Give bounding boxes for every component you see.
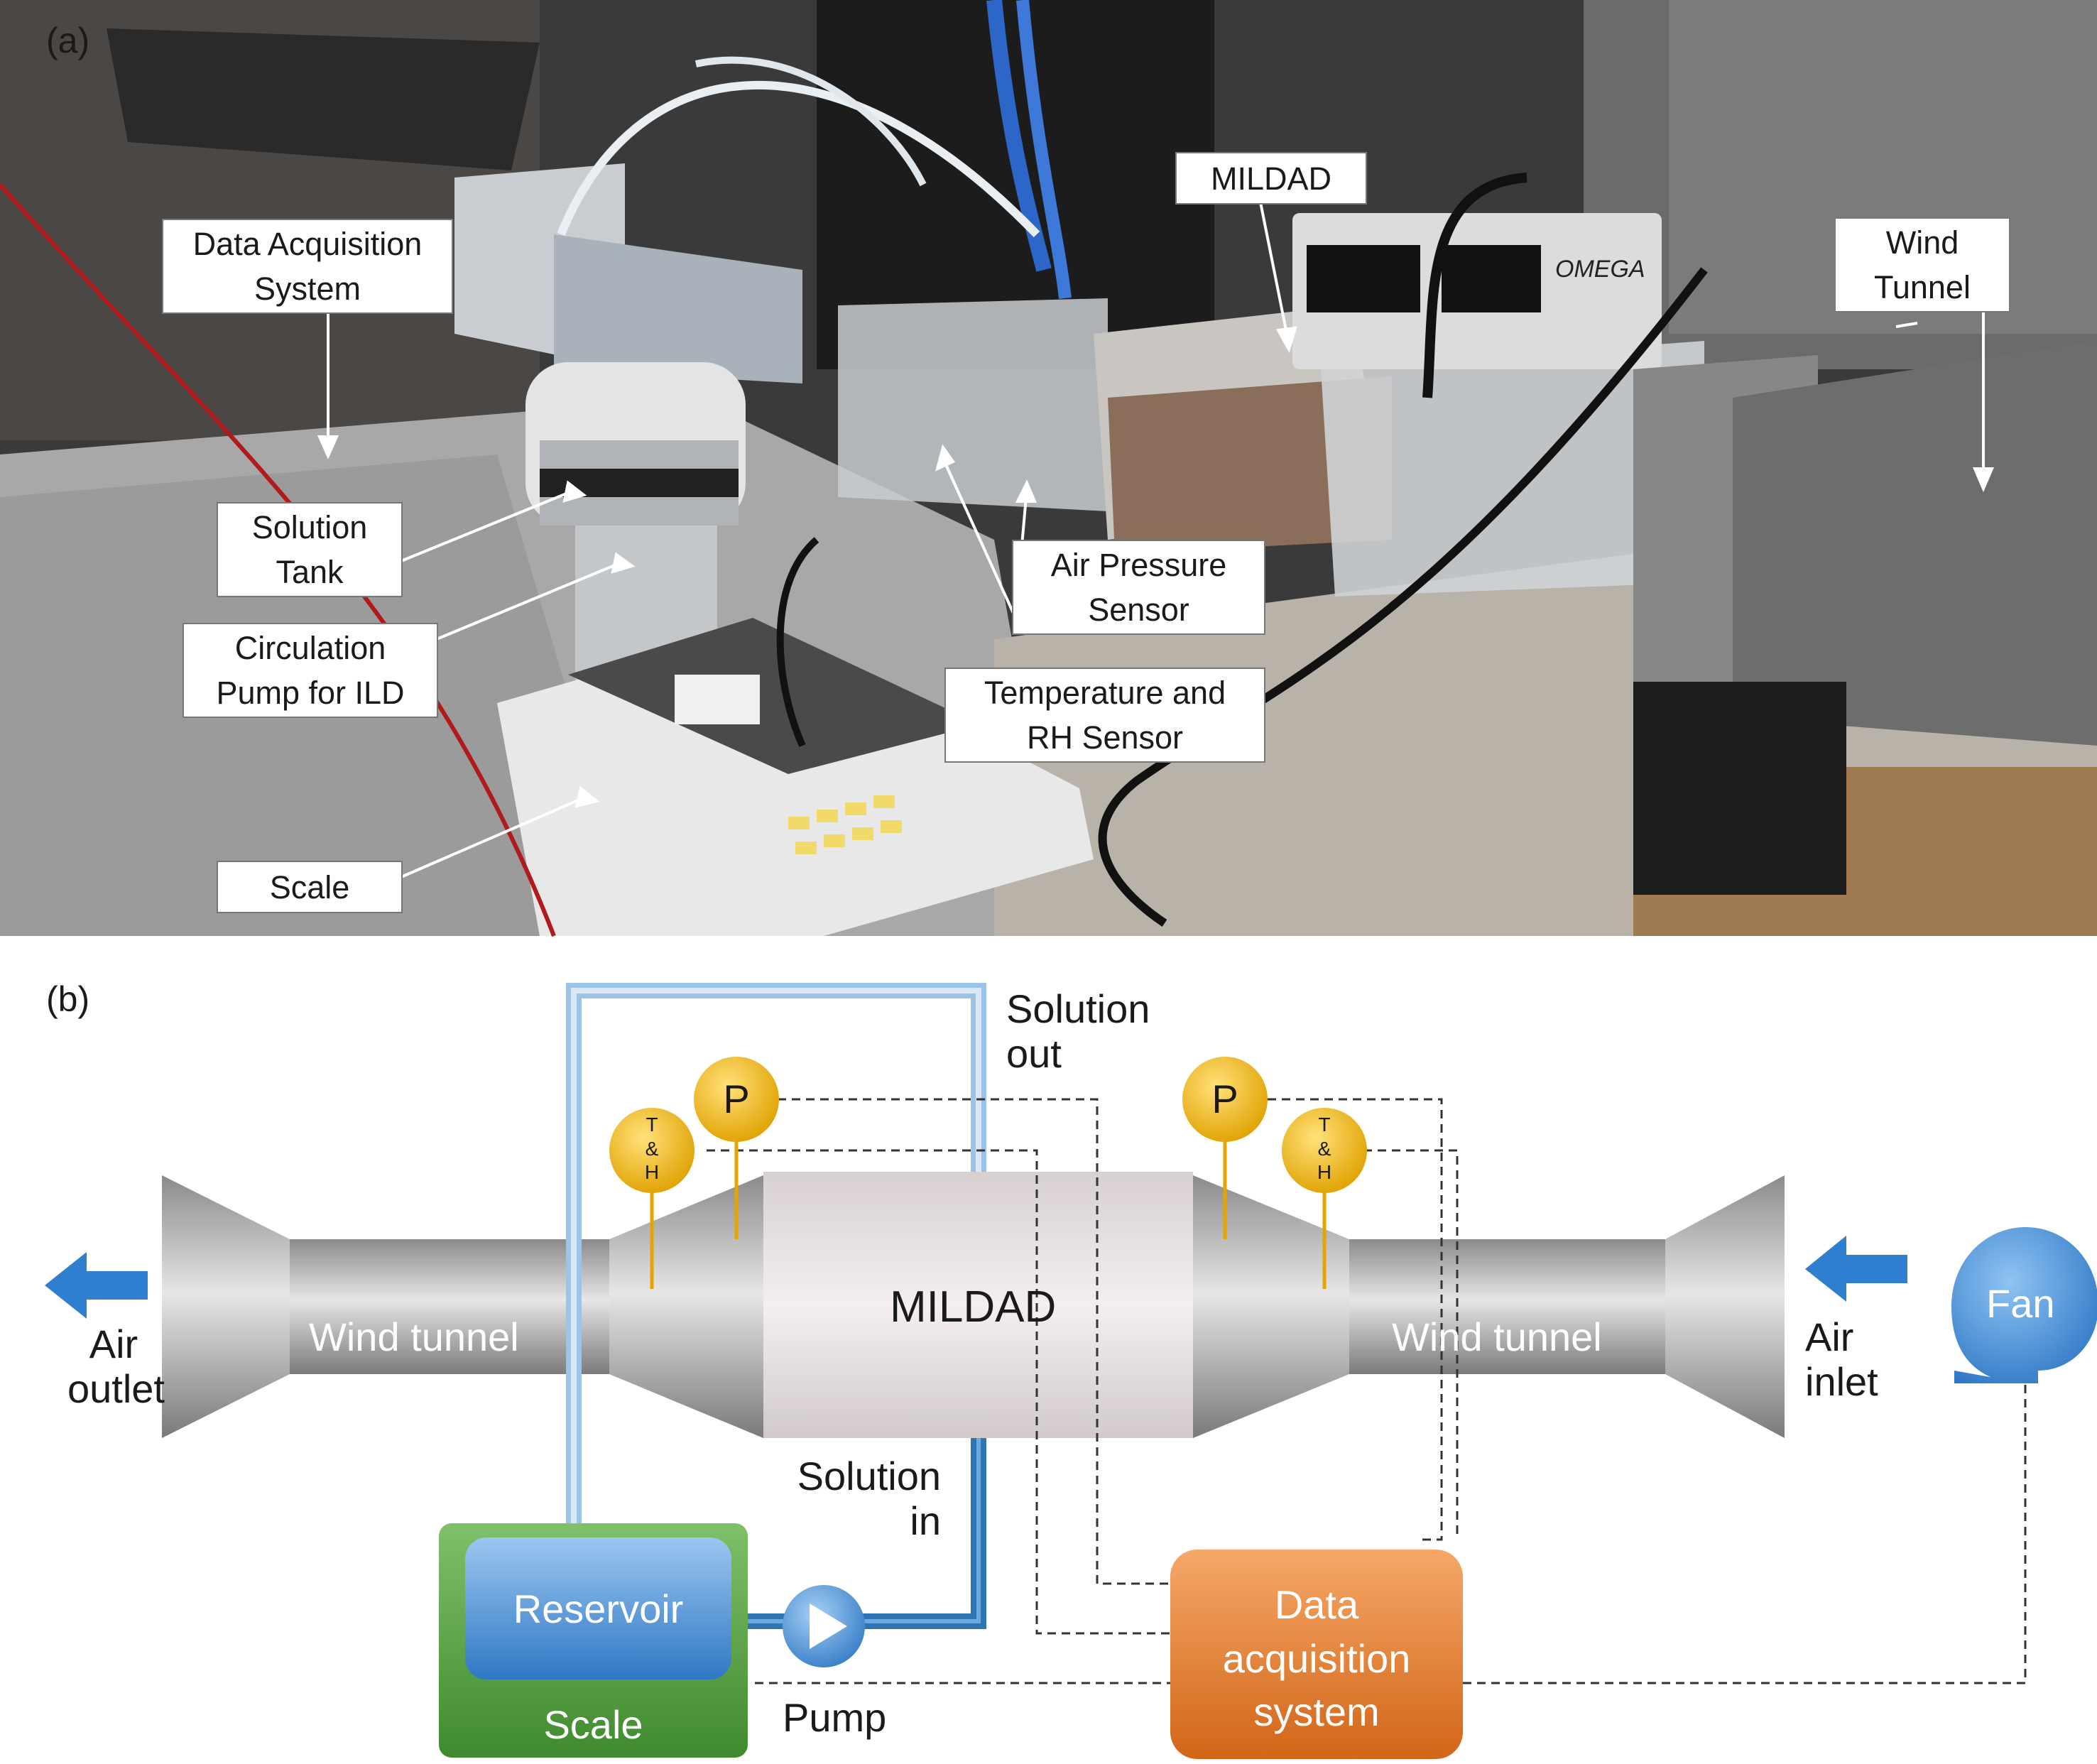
pump-label: Pump bbox=[783, 1695, 887, 1740]
mildad-label: MILDAD bbox=[890, 1283, 1057, 1332]
label-wind-line2: Tunnel bbox=[1874, 269, 1971, 305]
daq-label: Data acquisition system bbox=[1170, 1578, 1463, 1739]
p-sensor-left bbox=[694, 1057, 779, 1239]
label-trh-line1: Temperature and bbox=[984, 675, 1226, 711]
label-wind-line1: Wind bbox=[1885, 224, 1959, 261]
fan-label: Fan bbox=[1986, 1281, 2055, 1326]
daq-line1: Data bbox=[1274, 1582, 1359, 1627]
mildad-block bbox=[763, 1172, 1193, 1438]
label-pump-line1: Circulation bbox=[234, 630, 386, 666]
label-pressure-line2: Sensor bbox=[1088, 592, 1189, 628]
daq-line3: system bbox=[1253, 1689, 1380, 1735]
th-sensor-right-label: T & H bbox=[1310, 1113, 1339, 1185]
label-mildad-text: MILDAD bbox=[1210, 160, 1332, 197]
air-inlet-line2: inlet bbox=[1805, 1359, 1878, 1404]
p-sensor-right bbox=[1182, 1057, 1268, 1239]
solution-out-line2: out bbox=[1006, 1030, 1062, 1076]
pump-icon bbox=[783, 1585, 865, 1667]
label-mildad-photo: MILDAD bbox=[1175, 152, 1367, 205]
th-right-amp: & bbox=[1317, 1137, 1331, 1160]
wind-tunnel-left bbox=[162, 1175, 763, 1438]
scale-label: Scale bbox=[543, 1702, 643, 1747]
reservoir-label: Reservoir bbox=[513, 1586, 684, 1631]
label-pump-line2: Pump for ILD bbox=[216, 675, 405, 711]
label-temperature-rh-sensor: Temperature and RH Sensor bbox=[944, 668, 1265, 763]
wind-tunnel-left-label: Wind tunnel bbox=[309, 1314, 519, 1359]
air-outlet-line1: Air bbox=[89, 1322, 138, 1366]
label-scale-text: Scale bbox=[269, 869, 350, 905]
th-right-t: T bbox=[1318, 1114, 1331, 1136]
label-daq-line1: Data Acquisition bbox=[192, 226, 423, 262]
solution-out-line bbox=[566, 983, 986, 1537]
panel-b-letter: (b) bbox=[46, 979, 90, 1019]
air-outlet-label: Air outlet bbox=[67, 1322, 165, 1411]
daq-block bbox=[1170, 1550, 1463, 1759]
solution-in-label: Solution in bbox=[778, 1454, 941, 1543]
label-solution-tank: Solution Tank bbox=[217, 502, 403, 597]
wind-tunnel-right bbox=[1193, 1175, 1785, 1438]
th-sensor-right bbox=[1282, 1108, 1367, 1289]
label-air-pressure-sensor: Air Pressure Sensor bbox=[1012, 540, 1265, 635]
air-inlet-line1: Air bbox=[1805, 1314, 1854, 1359]
panel-b-schematic bbox=[45, 983, 2097, 1759]
daq-line2: acquisition bbox=[1222, 1635, 1411, 1681]
label-tank-line1: Solution bbox=[251, 509, 368, 545]
label-pressure-line1: Air Pressure bbox=[1050, 547, 1227, 583]
label-circulation-pump: Circulation Pump for ILD bbox=[183, 623, 438, 718]
p-sensor-left-label: P bbox=[723, 1077, 750, 1121]
label-trh-line2: RH Sensor bbox=[1026, 719, 1184, 756]
th-left-amp: & bbox=[645, 1137, 659, 1160]
solution-out-label: Solution out bbox=[1006, 986, 1150, 1076]
th-sensor-left bbox=[609, 1108, 695, 1289]
air-outlet-arrow bbox=[45, 1252, 148, 1319]
reservoir-block bbox=[465, 1537, 731, 1679]
fan-icon bbox=[1951, 1227, 2097, 1383]
solution-out-line1: Solution bbox=[1006, 986, 1150, 1031]
air-inlet-label: Air inlet bbox=[1805, 1314, 1878, 1404]
label-scale-photo: Scale bbox=[217, 861, 403, 913]
label-daq-line2: System bbox=[254, 271, 361, 307]
solution-in-line2: in bbox=[910, 1498, 941, 1543]
omega-brand: OMEGA bbox=[1555, 256, 1645, 283]
th-left-h: H bbox=[644, 1161, 660, 1184]
panel-a-letter: (a) bbox=[46, 21, 90, 60]
air-inlet-arrow bbox=[1805, 1236, 1907, 1302]
air-outlet-line2: outlet bbox=[67, 1366, 165, 1411]
label-wind-tunnel-photo: Wind Tunnel bbox=[1834, 217, 2010, 312]
wind-tunnel-right-label: Wind tunnel bbox=[1392, 1314, 1602, 1359]
signal-lines bbox=[707, 1098, 2027, 1684]
th-right-h: H bbox=[1317, 1161, 1332, 1184]
th-left-t: T bbox=[646, 1114, 658, 1136]
label-tank-line2: Tank bbox=[276, 554, 344, 590]
panel-a-photo: OMEGA bbox=[0, 0, 2097, 937]
label-data-acquisition-system: Data Acquisition System bbox=[162, 219, 453, 314]
p-sensor-right-label: P bbox=[1211, 1077, 1238, 1121]
solution-in-line1: Solution bbox=[797, 1454, 941, 1498]
th-sensor-left-label: T & H bbox=[638, 1113, 666, 1185]
